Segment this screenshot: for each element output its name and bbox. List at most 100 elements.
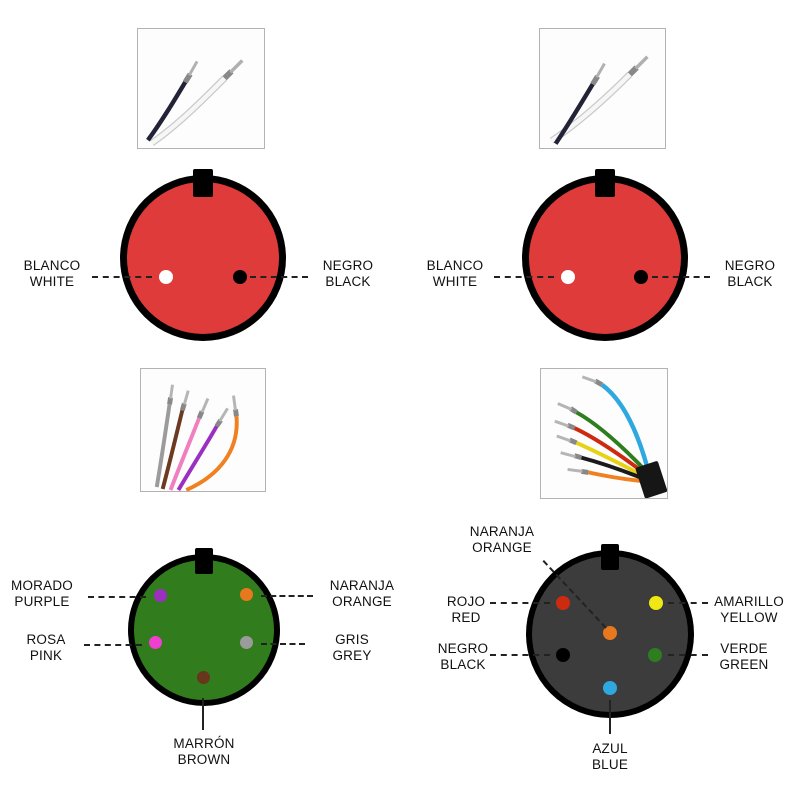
wire-photo-five-pin	[140, 368, 266, 492]
connector-shell	[120, 175, 286, 341]
wire-black	[553, 62, 606, 145]
wire-orange	[567, 467, 645, 484]
pin-label-es: GRIS	[335, 632, 369, 647]
pin-red	[556, 596, 570, 610]
pin-label-es: MORADO	[11, 578, 73, 593]
pin-yellow	[649, 596, 663, 610]
wire-yellow	[556, 434, 644, 478]
pin-label-en: WHITE	[432, 274, 478, 289]
pin-label-es: NEGRO	[437, 641, 489, 656]
wire-photo-two-pin	[539, 28, 666, 149]
pin-white	[159, 270, 173, 284]
pin-label-black: NEGRO BLACK	[308, 258, 388, 290]
leader-line-black	[652, 276, 710, 278]
leader-line-white	[494, 276, 554, 278]
wire-pink	[168, 397, 210, 491]
pin-label-blue: AZUL BLUE	[568, 741, 652, 773]
leader-line-white	[92, 276, 152, 278]
pin-label-yellow: AMARILLO YELLOW	[707, 594, 791, 626]
leader-line-brown	[202, 698, 204, 730]
pin-label-es: NARANJA	[469, 524, 535, 539]
pin-label-en: ORANGE	[332, 594, 392, 609]
wire-grey	[154, 384, 174, 488]
leader-line-black	[250, 276, 308, 278]
pin-label-brown: MARRÓN BROWN	[162, 736, 246, 768]
pin-blue	[603, 681, 617, 695]
leader-line-black	[490, 654, 550, 656]
leader-line-grey	[261, 643, 305, 645]
pin-label-es: NEGRO	[322, 258, 374, 273]
pin-white	[561, 270, 575, 284]
five-wire-illustration	[154, 384, 239, 491]
leader-line-purple	[88, 596, 146, 598]
pin-grey	[240, 636, 253, 649]
pin-label-en: ORANGE	[472, 540, 532, 555]
leader-line-blue	[609, 700, 611, 734]
six-wire-illustration	[554, 375, 667, 498]
leader-line-orange	[261, 595, 313, 597]
pin-label-es: AMARILLO	[714, 594, 784, 609]
pin-label-white: BLANCO WHITE	[12, 258, 92, 290]
pin-green	[648, 648, 662, 662]
pin-label-purple: MORADO PURPLE	[0, 578, 84, 610]
wire-photo-six-pin	[540, 368, 668, 499]
wire-black	[146, 60, 199, 142]
pin-label-es: BLANCO	[426, 258, 484, 273]
connector-keyway	[601, 544, 619, 570]
pin-brown	[197, 671, 210, 684]
wire-green	[557, 402, 646, 471]
pin-label-es: NEGRO	[724, 258, 776, 273]
two-wire-illustration	[146, 59, 244, 146]
wire-black	[560, 451, 644, 481]
pin-label-white: BLANCO WHITE	[415, 258, 495, 290]
pin-label-es: ROJO	[446, 594, 486, 609]
leader-line-green	[668, 654, 708, 656]
pin-label-en: WHITE	[29, 274, 75, 289]
pin-label-en: BLACK	[727, 274, 773, 289]
wire-red	[554, 419, 645, 474]
connector-keyway	[595, 169, 615, 197]
pin-label-en: GREY	[332, 648, 372, 663]
pin-label-grey: GRIS GREY	[310, 632, 394, 664]
pin-black	[556, 648, 570, 662]
pin-label-es: AZUL	[592, 741, 628, 756]
pin-label-en: YELLOW	[720, 610, 778, 625]
leader-line-pink	[84, 644, 142, 646]
pin-pink	[149, 636, 162, 649]
pin-label-pink: ROSA PINK	[4, 632, 88, 664]
pin-label-en: BLACK	[440, 657, 486, 672]
pin-label-red: ROJO RED	[424, 594, 508, 626]
pin-label-es: VERDE	[720, 641, 768, 656]
pin-label-en: GREEN	[719, 657, 769, 672]
pin-label-en: RED	[451, 610, 481, 625]
pin-label-es: ROSA	[26, 632, 66, 647]
wire-white	[149, 59, 244, 146]
wire-purple	[176, 407, 229, 491]
pin-label-es: MARRÓN	[173, 736, 235, 751]
pin-label-en: BLUE	[591, 757, 629, 772]
pin-label-orange: NARANJA ORANGE	[320, 578, 404, 610]
leader-line-red	[490, 602, 550, 604]
two-wire-illustration	[549, 55, 649, 145]
pin-label-green: VERDE GREEN	[702, 641, 786, 673]
pin-orange	[603, 626, 617, 640]
wire-brown	[160, 390, 190, 490]
wire-blue	[581, 375, 650, 469]
connector-keyway	[195, 548, 213, 574]
pin-label-es: BLANCO	[23, 258, 81, 273]
pin-label-orange: NARANJA ORANGE	[460, 524, 544, 556]
wire-photo-two-pin	[137, 28, 265, 149]
pin-label-en: PURPLE	[14, 594, 70, 609]
pin-label-en: BLACK	[325, 274, 371, 289]
leader-line-yellow	[668, 602, 708, 604]
connector-shell	[522, 175, 688, 341]
pin-black	[233, 270, 247, 284]
pin-label-en: PINK	[29, 648, 63, 663]
pin-label-black: NEGRO BLACK	[710, 258, 790, 290]
wire-orange	[185, 395, 239, 491]
pin-purple	[154, 589, 167, 602]
pin-label-en: BROWN	[177, 752, 231, 767]
connector-keyway	[193, 169, 213, 197]
pin-black	[634, 270, 648, 284]
